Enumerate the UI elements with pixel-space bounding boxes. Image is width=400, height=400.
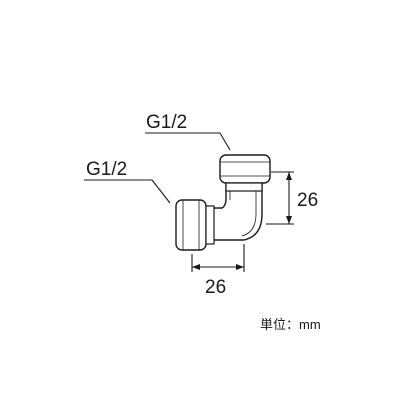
unit-label: 単位：mm [260,317,321,332]
thread-label-top: G1/2 [146,112,187,133]
dim-horizontal-label: 26 [205,277,226,298]
dim-vertical [266,171,294,225]
left-nut [175,199,215,251]
leader-top [145,132,231,151]
top-nut [219,154,271,192]
dim-vertical-label: 26 [297,190,318,211]
thread-label-left: G1/2 [86,159,127,180]
dim-horizontal [191,244,245,272]
leader-left [84,179,171,204]
